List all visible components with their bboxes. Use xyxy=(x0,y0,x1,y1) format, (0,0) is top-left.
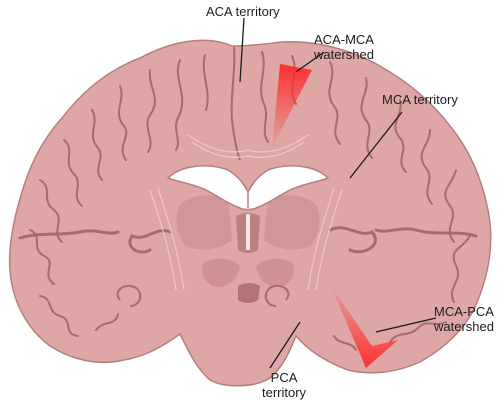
label-pca-territory: PCA territory xyxy=(262,370,306,400)
label-mca-pca-watershed: MCA-PCA watershed xyxy=(434,304,494,334)
longitudinal-fissure xyxy=(230,46,241,161)
leader-lines xyxy=(239,17,437,369)
label-mca-territory: MCA territory xyxy=(382,92,458,107)
label-mca-pca-watershed-line2: watershed xyxy=(434,319,494,334)
label-pca-territory-line1: PCA xyxy=(270,370,298,385)
lateral-sulci xyxy=(18,226,478,254)
label-mca-pca-watershed-line1: MCA-PCA xyxy=(434,304,494,319)
label-aca-territory: ACA territory xyxy=(206,4,280,19)
third-ventricle xyxy=(246,214,250,250)
label-pca-territory-line2: territory xyxy=(262,385,307,400)
aca-mca-watershed-region xyxy=(272,64,312,148)
white-matter-fibers xyxy=(149,134,343,291)
mca-pca-watershed-region xyxy=(330,284,398,368)
deep-structures xyxy=(176,195,320,303)
label-aca-mca-watershed-line1: ACA-MCA xyxy=(314,32,374,47)
cortical-sulci xyxy=(29,51,471,351)
label-aca-mca-watershed-line2: watershed xyxy=(314,47,374,62)
hippocampi xyxy=(116,284,290,307)
brain-outline xyxy=(8,39,492,387)
label-aca-mca-watershed: ACA-MCA watershed xyxy=(314,32,374,62)
lateral-ventricles xyxy=(166,165,330,211)
